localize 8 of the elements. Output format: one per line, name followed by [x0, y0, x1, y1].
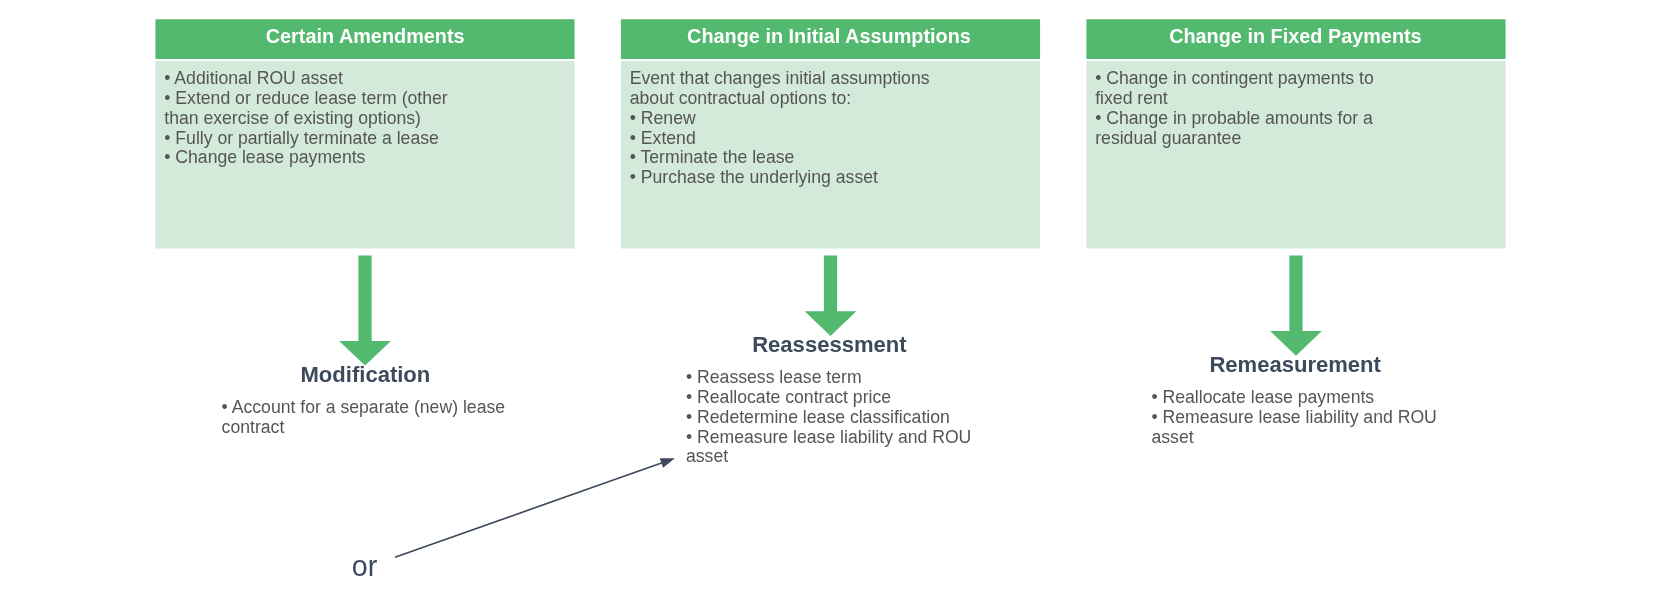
arrow — [393, 458, 675, 559]
node-text: or — [351, 549, 377, 582]
arrow — [804, 255, 856, 336]
arrow — [1269, 255, 1322, 356]
node-text: Remeasurement • Reallocate lease payments • Remeasure lease liability and ROU asset — [1150, 352, 1437, 447]
node-text: Reassessment • Reassess lease term • Reallocate contract price • Redetermine lease classification • Remeasure lease liability and ROU asset — [685, 332, 971, 467]
node-text: Modification • Account for a separate (new) lease contract — [221, 362, 505, 437]
arrow — [338, 255, 391, 366]
